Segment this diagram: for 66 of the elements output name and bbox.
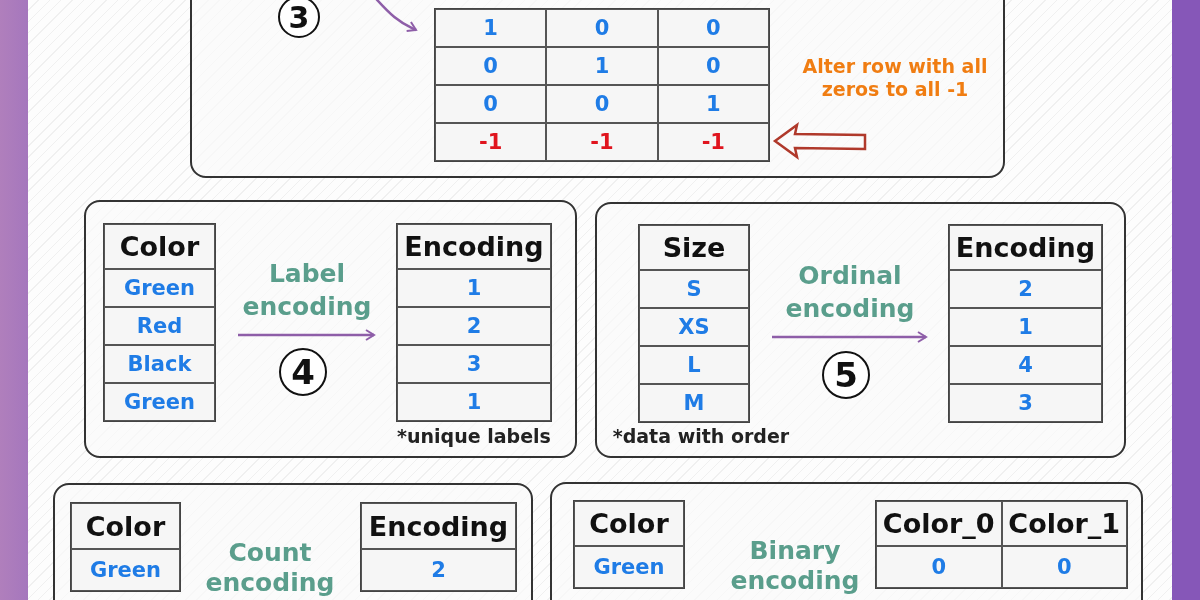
column-header: Color_1 <box>1001 501 1127 546</box>
table-cell: Red <box>104 307 215 345</box>
table-cell: S <box>639 270 749 308</box>
data-table <box>434 8 770 162</box>
data-table <box>573 500 685 589</box>
data-table <box>70 502 181 592</box>
method-label: Count encoding <box>204 538 336 598</box>
table-cell: Green <box>104 269 215 307</box>
step-number: 5 <box>822 351 870 399</box>
table-cell: 1 <box>657 85 769 123</box>
table-cell: L <box>639 346 749 384</box>
table-cell: 0 <box>546 9 658 47</box>
column-header: Encoding <box>361 503 516 549</box>
column-header: Encoding <box>397 224 551 269</box>
table-cell: 4 <box>949 346 1102 384</box>
column-header: Color_0 <box>876 501 1002 546</box>
edge-label: Ordinal encoding <box>784 260 916 325</box>
table-cell: 1 <box>397 383 551 421</box>
table-cell: -1 <box>657 123 769 161</box>
table-cell: 3 <box>397 345 551 383</box>
footnote: *data with order <box>611 425 791 447</box>
table-cell: Green <box>574 546 684 588</box>
panel-background <box>53 483 533 600</box>
table-cell: 0 <box>546 85 658 123</box>
step-number: 4 <box>279 348 327 396</box>
panel-background <box>595 202 1126 458</box>
column-header: Color <box>574 501 684 546</box>
table-cell: XS <box>639 308 749 346</box>
panel-background <box>550 482 1143 600</box>
panel-background <box>190 0 1005 178</box>
table-cell: -1 <box>546 123 658 161</box>
table-cell: 1 <box>949 308 1102 346</box>
table-cell: Green <box>71 549 180 591</box>
table-cell: Green <box>104 383 215 421</box>
table-cell: 1 <box>397 269 551 307</box>
footnote: *unique labels <box>396 425 552 447</box>
table-cell: 0 <box>657 47 769 85</box>
table-cell: 0 <box>876 546 1002 588</box>
data-table <box>360 502 517 592</box>
column-header: Color <box>71 503 180 549</box>
data-table <box>103 223 216 422</box>
table-cell: 2 <box>949 270 1102 308</box>
table-cell: 1 <box>546 47 658 85</box>
step-number: 3 <box>278 0 320 38</box>
table-cell: 1 <box>435 9 547 47</box>
table-cell: M <box>639 384 749 422</box>
table-cell: -1 <box>435 123 547 161</box>
annotation-note: Alter row with all zeros to all -1 <box>801 55 989 101</box>
table-cell: 3 <box>949 384 1102 422</box>
panel-background <box>84 200 577 458</box>
method-label: Binary encoding <box>729 536 861 596</box>
column-header: Encoding <box>949 225 1102 270</box>
data-table <box>638 224 750 423</box>
table-cell: 0 <box>435 47 547 85</box>
table-cell: 0 <box>657 9 769 47</box>
table-cell: 2 <box>397 307 551 345</box>
table-cell: Black <box>104 345 215 383</box>
data-table <box>396 223 552 422</box>
table-cell: 0 <box>1001 546 1127 588</box>
table-cell: 2 <box>361 549 516 591</box>
column-header: Size <box>639 225 749 270</box>
column-header: Color <box>104 224 215 269</box>
edge-label: Label encoding <box>241 258 373 323</box>
data-table <box>875 500 1128 589</box>
data-table <box>948 224 1103 423</box>
table-cell: 0 <box>435 85 547 123</box>
